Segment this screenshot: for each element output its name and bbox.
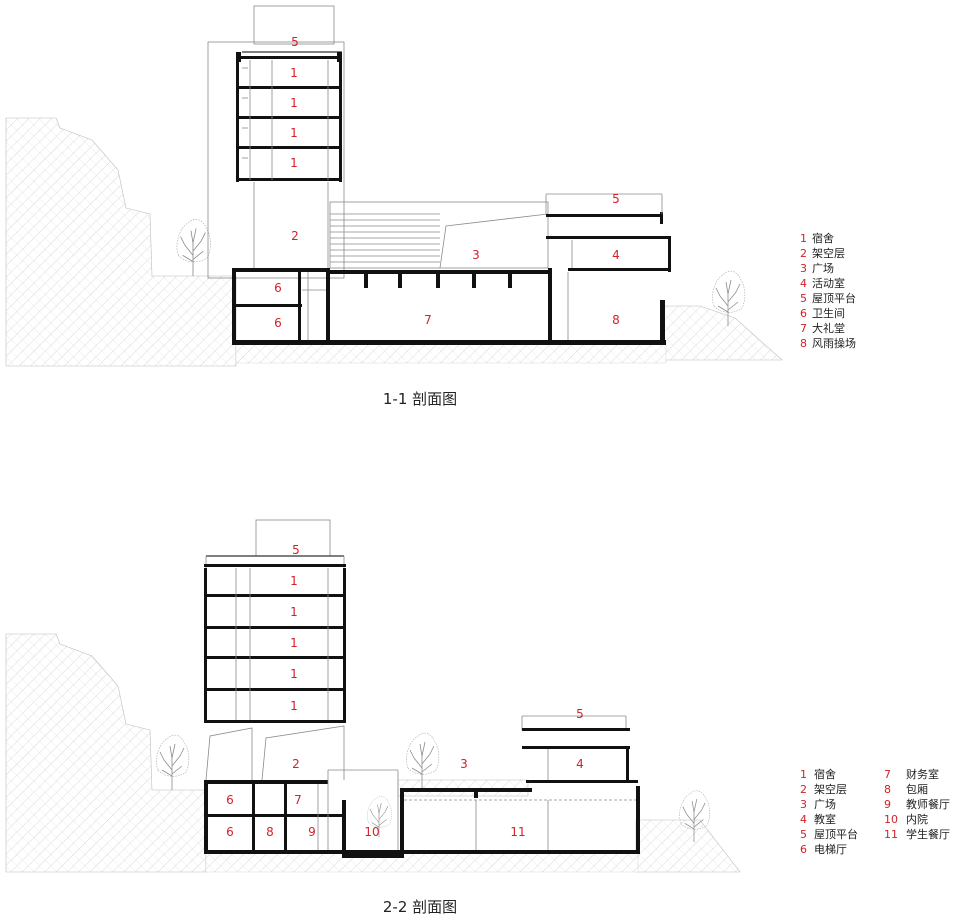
label-roof-terrace: 5 [292, 543, 300, 557]
label-stilt-floor: 2 [292, 757, 300, 771]
svg-text:8: 8 [800, 337, 807, 350]
svg-text:财务室: 财务室 [906, 767, 939, 781]
svg-text:7: 7 [800, 322, 807, 335]
section-2-2: 5 1 1 1 1 1 2 3 5 4 6 7 6 8 9 10 11 1 宿舍 … [5, 519, 950, 916]
label-classroom: 4 [576, 757, 584, 771]
svg-text:大礼堂: 大礼堂 [812, 321, 845, 335]
svg-text:3: 3 [800, 262, 807, 275]
legend-section-2: 1 宿舍 2 架空层 3 广场 4 教室 5 屋顶平台 6 电梯厅 7 财务室 8 包厢 9 教师… [800, 767, 950, 856]
label-toilet: 6 [274, 281, 282, 295]
tower-backdrop-outline [207, 41, 345, 279]
label-elevator-hall: 6 [226, 825, 234, 839]
section-2-title: 2-2 剖面图 [383, 898, 457, 916]
svg-text:1: 1 [800, 768, 807, 781]
label-activity-room: 4 [612, 248, 620, 262]
svg-text:屋顶平台: 屋顶平台 [812, 291, 856, 305]
ground-strip-2 [205, 851, 639, 873]
svg-text:5: 5 [800, 292, 807, 305]
svg-text:电梯厅: 电梯厅 [814, 843, 847, 856]
label-dorm: 1 [290, 156, 298, 170]
svg-text:1: 1 [800, 232, 807, 245]
label-elevator-hall: 6 [226, 793, 234, 807]
svg-text:卫生间: 卫生间 [812, 306, 845, 320]
label-courtyard: 10 [364, 825, 379, 839]
svg-text:风雨操场: 风雨操场 [812, 336, 856, 350]
tree-icon [176, 218, 211, 276]
svg-text:2: 2 [800, 783, 807, 796]
svg-text:4: 4 [800, 813, 807, 826]
label-teacher-dining: 9 [308, 825, 316, 839]
label-roof-terrace: 5 [576, 707, 584, 721]
label-toilet: 6 [274, 316, 282, 330]
label-dorm: 1 [290, 699, 298, 713]
svg-text:3: 3 [800, 798, 807, 811]
svg-text:7: 7 [884, 768, 891, 781]
svg-text:活动室: 活动室 [812, 276, 845, 290]
basement-structure-2 [204, 769, 640, 858]
svg-text:架空层: 架空层 [814, 782, 847, 796]
svg-text:宿舍: 宿舍 [814, 767, 836, 781]
label-roof-terrace: 5 [612, 192, 620, 206]
svg-text:内院: 内院 [906, 812, 928, 826]
roof-slab-right [546, 214, 662, 217]
legend-section-1: 1 宿舍 2 架空层 3 广场 4 活动室 5 屋顶平台 6 卫生间 7 大礼堂 8 风雨操场 [800, 231, 856, 350]
label-dorm: 1 [290, 96, 298, 110]
label-gymnasium: 8 [612, 313, 620, 327]
label-dorm: 1 [290, 667, 298, 681]
label-dorm: 1 [290, 605, 298, 619]
label-student-dining: 11 [510, 825, 525, 839]
svg-text:9: 9 [884, 798, 891, 811]
label-dorm: 1 [290, 636, 298, 650]
tree-icon [156, 734, 190, 790]
rooftop-structure-outline [253, 5, 335, 45]
label-stilt-floor: 2 [291, 229, 299, 243]
svg-text:5: 5 [800, 828, 807, 841]
plaza-backdrop [329, 201, 549, 269]
svg-text:8: 8 [884, 783, 891, 796]
svg-text:架空层: 架空层 [812, 246, 845, 260]
label-dorm: 1 [290, 66, 298, 80]
svg-text:广场: 广场 [812, 261, 834, 275]
stair-hatching [330, 213, 440, 263]
label-dorm: 1 [290, 126, 298, 140]
basement-structure-1 [232, 268, 666, 345]
ground-strip-1 [235, 342, 667, 364]
svg-text:包厢: 包厢 [906, 783, 928, 796]
svg-text:教室: 教室 [814, 812, 836, 826]
terrain-left-2 [5, 633, 207, 873]
svg-text:教师餐厅: 教师餐厅 [906, 797, 950, 811]
svg-text:10: 10 [884, 813, 898, 826]
label-finance-office: 7 [294, 793, 302, 807]
svg-text:学生餐厅: 学生餐厅 [906, 827, 950, 841]
dorm-tower-floors-2 [204, 564, 346, 723]
label-plaza: 3 [460, 757, 468, 771]
terrain-left-1 [5, 117, 237, 367]
svg-text:广场: 广场 [814, 797, 836, 811]
terrain-right-1 [663, 305, 783, 361]
label-plaza: 3 [472, 248, 480, 262]
svg-text:屋顶平台: 屋顶平台 [814, 827, 858, 841]
label-dorm: 1 [290, 574, 298, 588]
svg-text:6: 6 [800, 843, 807, 856]
label-roof-terrace: 5 [291, 35, 299, 49]
classroom-block-2 [521, 715, 630, 782]
dorm-tower-floors [236, 56, 342, 182]
svg-text:6: 6 [800, 307, 807, 320]
label-auditorium: 7 [424, 313, 432, 327]
svg-text:2: 2 [800, 247, 807, 260]
svg-text:11: 11 [884, 828, 898, 841]
svg-text:宿舍: 宿舍 [812, 231, 834, 245]
section-1-title: 1-1 剖面图 [383, 390, 457, 408]
section-1-1: 5 1 1 1 1 2 3 5 4 6 6 7 8 1 宿舍 2 架空层 3 广场 4… [5, 5, 856, 408]
label-private-room: 8 [266, 825, 274, 839]
svg-text:4: 4 [800, 277, 807, 290]
